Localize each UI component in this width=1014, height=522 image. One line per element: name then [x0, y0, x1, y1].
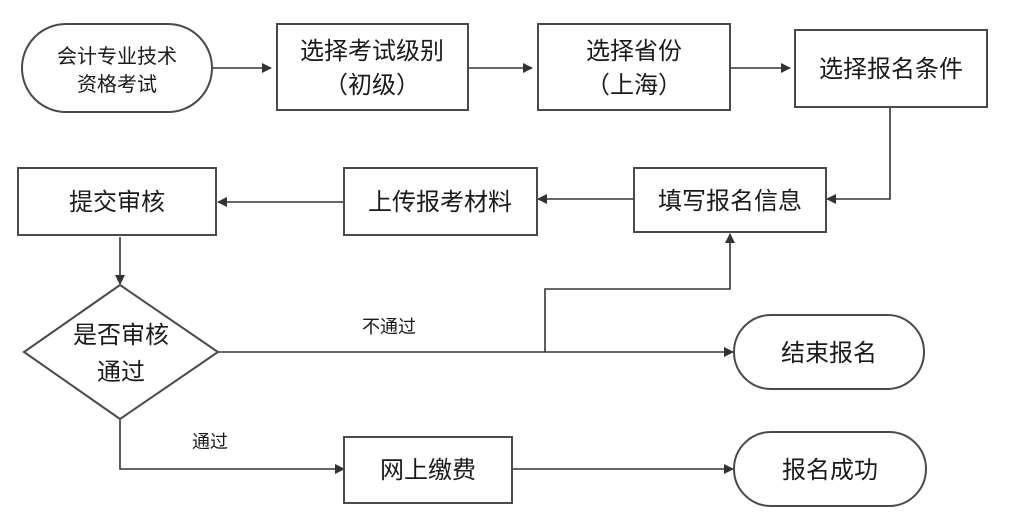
node-choose-province-line-1: 选择省份 — [586, 37, 682, 65]
node-upload-materials-shape — [343, 167, 538, 236]
node-upload-materials: 上传报考材料 — [343, 167, 538, 236]
node-fill-info-shape — [633, 167, 827, 233]
node-end-registration-line-1: 结束报名 — [781, 339, 877, 367]
node-online-payment: 网上缴费 — [343, 436, 513, 504]
edge-label-passed: 通过 — [192, 432, 228, 453]
node-upload-materials-line-1: 上传报考材料 — [368, 188, 512, 216]
node-registration-success-shape — [733, 431, 927, 507]
node-choose-conditions-line-1: 选择报名条件 — [819, 55, 963, 83]
node-choose-conditions: 选择报名条件 — [794, 29, 988, 108]
node-start-shape — [21, 23, 213, 113]
node-submit-review-shape — [17, 167, 217, 236]
node-choose-level-line-1: 选择考试级别 — [300, 37, 444, 65]
node-review-decision-line-1: 是否审核 — [73, 321, 169, 349]
node-submit-review: 提交审核 — [17, 167, 217, 236]
node-start-line-1: 会计专业技术 — [57, 44, 177, 68]
node-choose-conditions-shape — [794, 29, 988, 108]
node-review-decision-line-2: 通过 — [97, 358, 145, 386]
node-choose-province-shape — [537, 23, 731, 111]
node-choose-level-shape — [276, 23, 469, 111]
node-online-payment-shape — [343, 436, 513, 504]
node-submit-review-line-1: 提交审核 — [69, 188, 165, 216]
node-choose-province: 选择省份 （上海） — [537, 23, 731, 111]
node-choose-level-line-2: （初级） — [324, 71, 420, 99]
node-end-registration: 结束报名 — [733, 314, 925, 390]
node-online-payment-line-1: 网上缴费 — [380, 456, 476, 484]
flow-edges — [115, 63, 891, 474]
node-start: 会计专业技术 资格考试 — [21, 23, 213, 113]
edge-decision-to-payment — [119, 420, 345, 474]
node-choose-level: 选择考试级别 （初级） — [276, 23, 469, 111]
node-fill-info: 填写报名信息 — [633, 167, 827, 233]
edge-retry-to-fill — [544, 233, 735, 352]
node-registration-success-line-1: 报名成功 — [782, 456, 878, 484]
node-registration-success: 报名成功 — [733, 431, 927, 507]
node-review-decision-shape — [22, 283, 220, 421]
node-end-registration-shape — [733, 314, 925, 390]
edge-label-not-passed: 不通过 — [362, 317, 416, 338]
node-fill-info-line-1: 填写报名信息 — [658, 187, 802, 215]
node-start-line-2: 资格考试 — [77, 72, 157, 96]
edge-conditions-to-fill — [826, 108, 891, 204]
node-choose-province-line-2: （上海） — [586, 71, 682, 99]
node-review-decision: 是否审核 通过 — [22, 283, 220, 421]
